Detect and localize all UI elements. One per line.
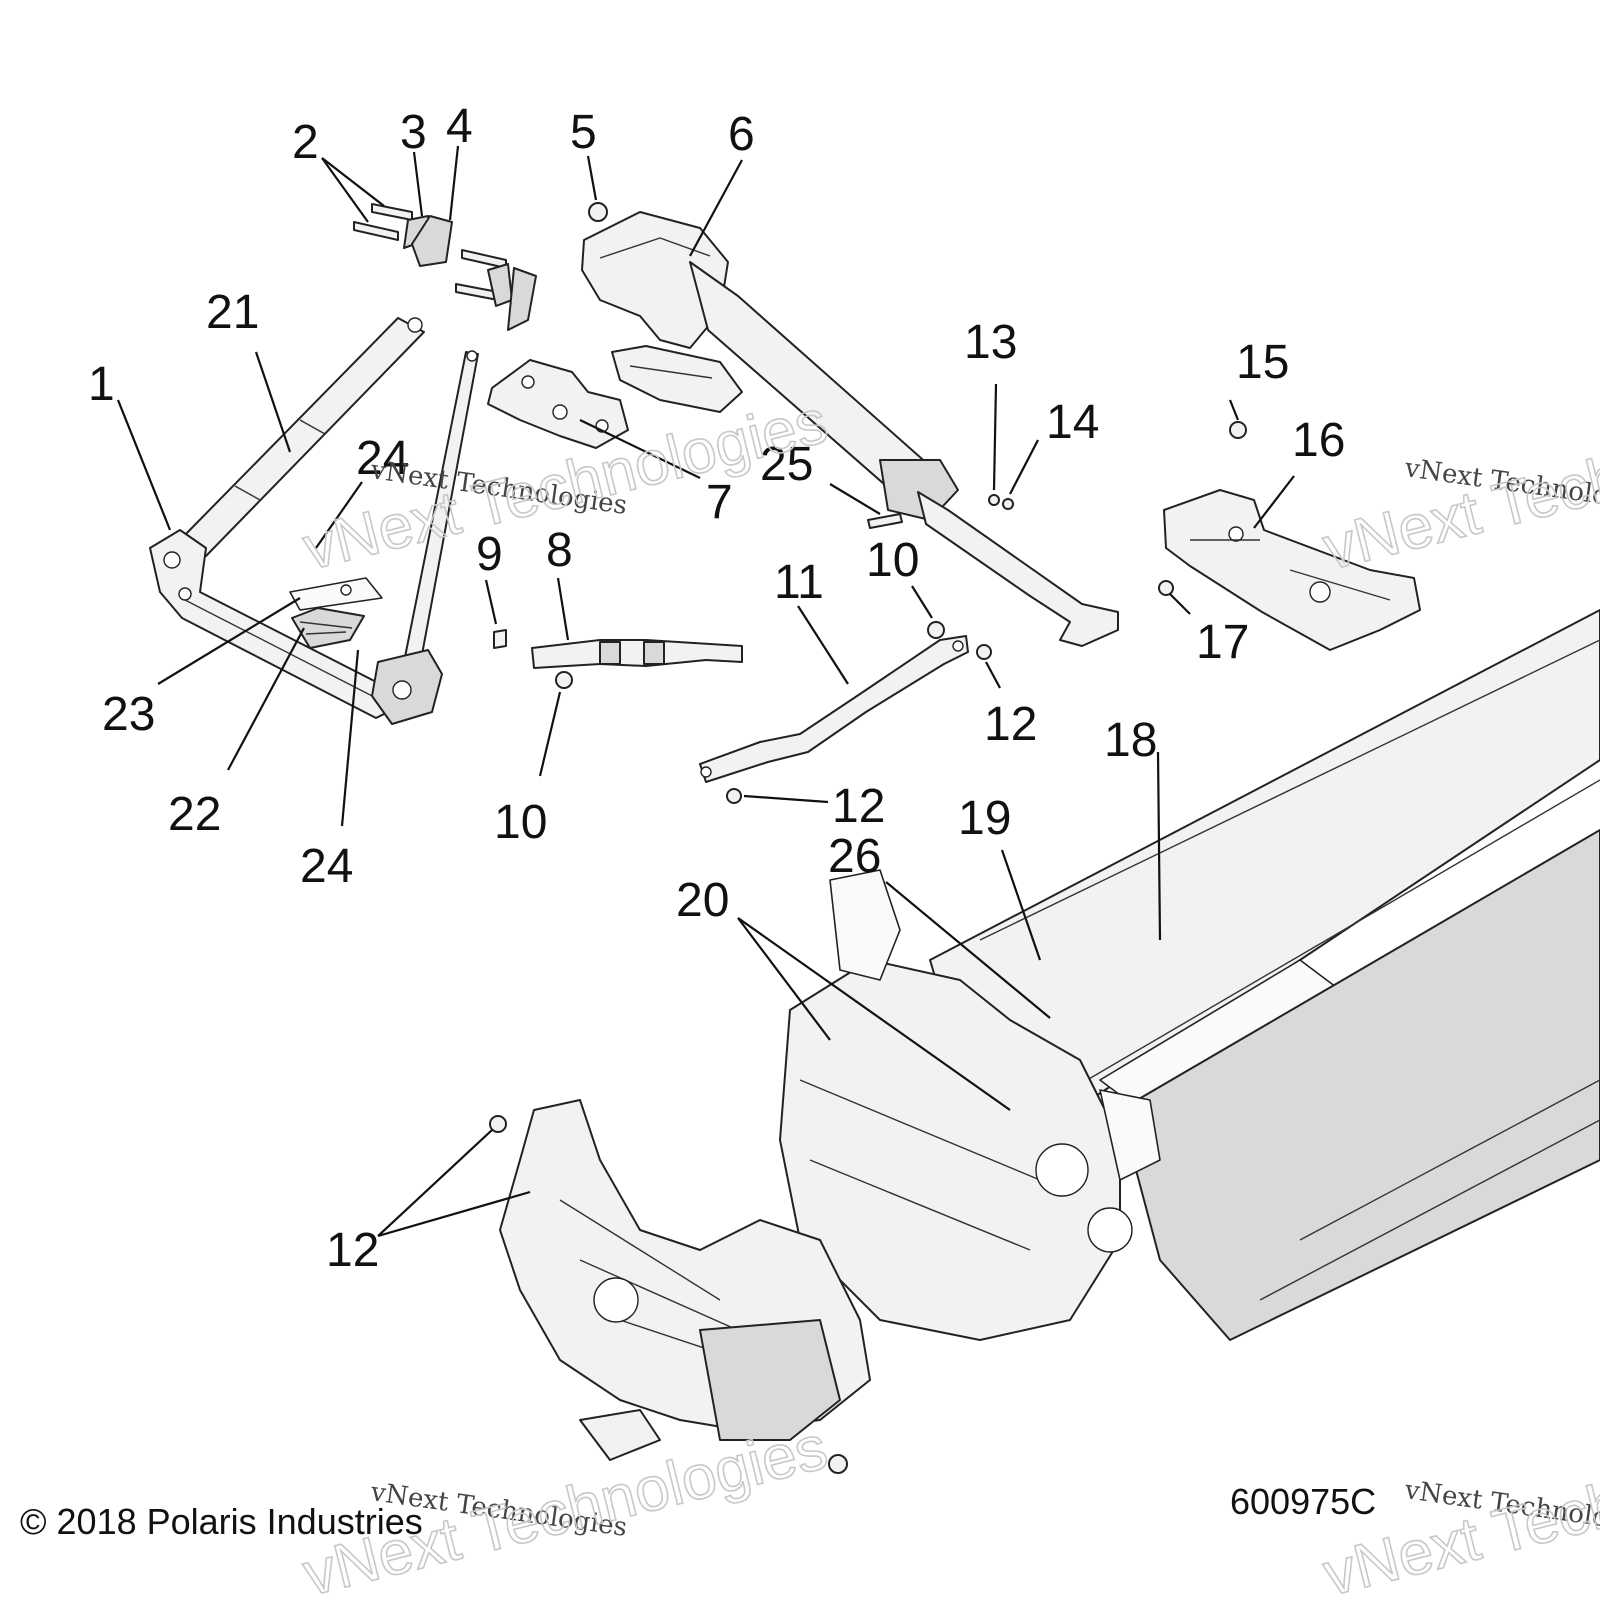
copyright-text: © 2018 Polaris Industries — [20, 1501, 423, 1542]
callout-5: 5 — [570, 106, 597, 159]
part-6-steering-post — [581, 211, 1119, 647]
callout-24-b: 24 — [300, 840, 353, 893]
callout-21: 21 — [206, 286, 259, 339]
callout-10-b: 10 — [866, 534, 919, 587]
callout-17: 17 — [1196, 616, 1249, 669]
callout-8: 8 — [546, 524, 573, 577]
callout-16: 16 — [1292, 414, 1345, 467]
callout-4: 4 — [446, 100, 473, 153]
part-11-drag-link — [699, 635, 969, 783]
part-22-mount — [291, 607, 365, 649]
part-8-tie-rod — [531, 639, 743, 669]
callout-13: 13 — [964, 316, 1017, 369]
callout-24-a: 24 — [356, 432, 409, 485]
hardware-2-3-4 — [353, 203, 537, 331]
callout-18: 18 — [1104, 714, 1157, 767]
callout-labels: 1 2 3 4 5 6 7 8 9 10 10 10 11 12 12 12 1… — [88, 100, 1345, 1277]
callout-7: 7 — [706, 476, 733, 529]
parts-layer — [149, 202, 1600, 1474]
watermark-big-2: vNext Technologies — [1317, 387, 1600, 584]
callout-15: 15 — [1236, 336, 1289, 389]
callout-14: 14 — [1046, 396, 1099, 449]
callout-12-b: 12 — [832, 780, 885, 833]
callout-22: 22 — [168, 788, 221, 841]
part-18-tunnel — [929, 609, 1600, 1341]
part-20-chassis — [779, 869, 1161, 1341]
part-16-bracket — [1163, 489, 1421, 651]
callout-12-a: 12 — [984, 698, 1037, 751]
callout-12-c: 12 — [326, 1224, 379, 1277]
callout-2: 2 — [292, 116, 319, 169]
callout-3: 3 — [400, 106, 427, 159]
part-23-plate — [289, 577, 383, 611]
front-suspension — [499, 1099, 871, 1474]
leader-lines — [116, 145, 1295, 1238]
part-7-bracket — [487, 359, 629, 449]
callout-11: 11 — [774, 556, 824, 609]
part-5-clip — [588, 202, 608, 222]
callout-9: 9 — [476, 528, 503, 581]
part-1-lower-joint — [371, 649, 443, 725]
part-25-pin — [867, 513, 903, 529]
callout-19: 19 — [958, 792, 1011, 845]
callout-10-a: 10 — [494, 796, 547, 849]
callout-26: 26 — [828, 830, 881, 883]
callout-6: 6 — [728, 108, 755, 161]
callout-25: 25 — [760, 438, 813, 491]
callout-20: 20 — [676, 874, 729, 927]
figure-id: 600975C — [1230, 1481, 1376, 1522]
callout-1: 1 — [88, 358, 115, 411]
callout-23: 23 — [102, 688, 155, 741]
